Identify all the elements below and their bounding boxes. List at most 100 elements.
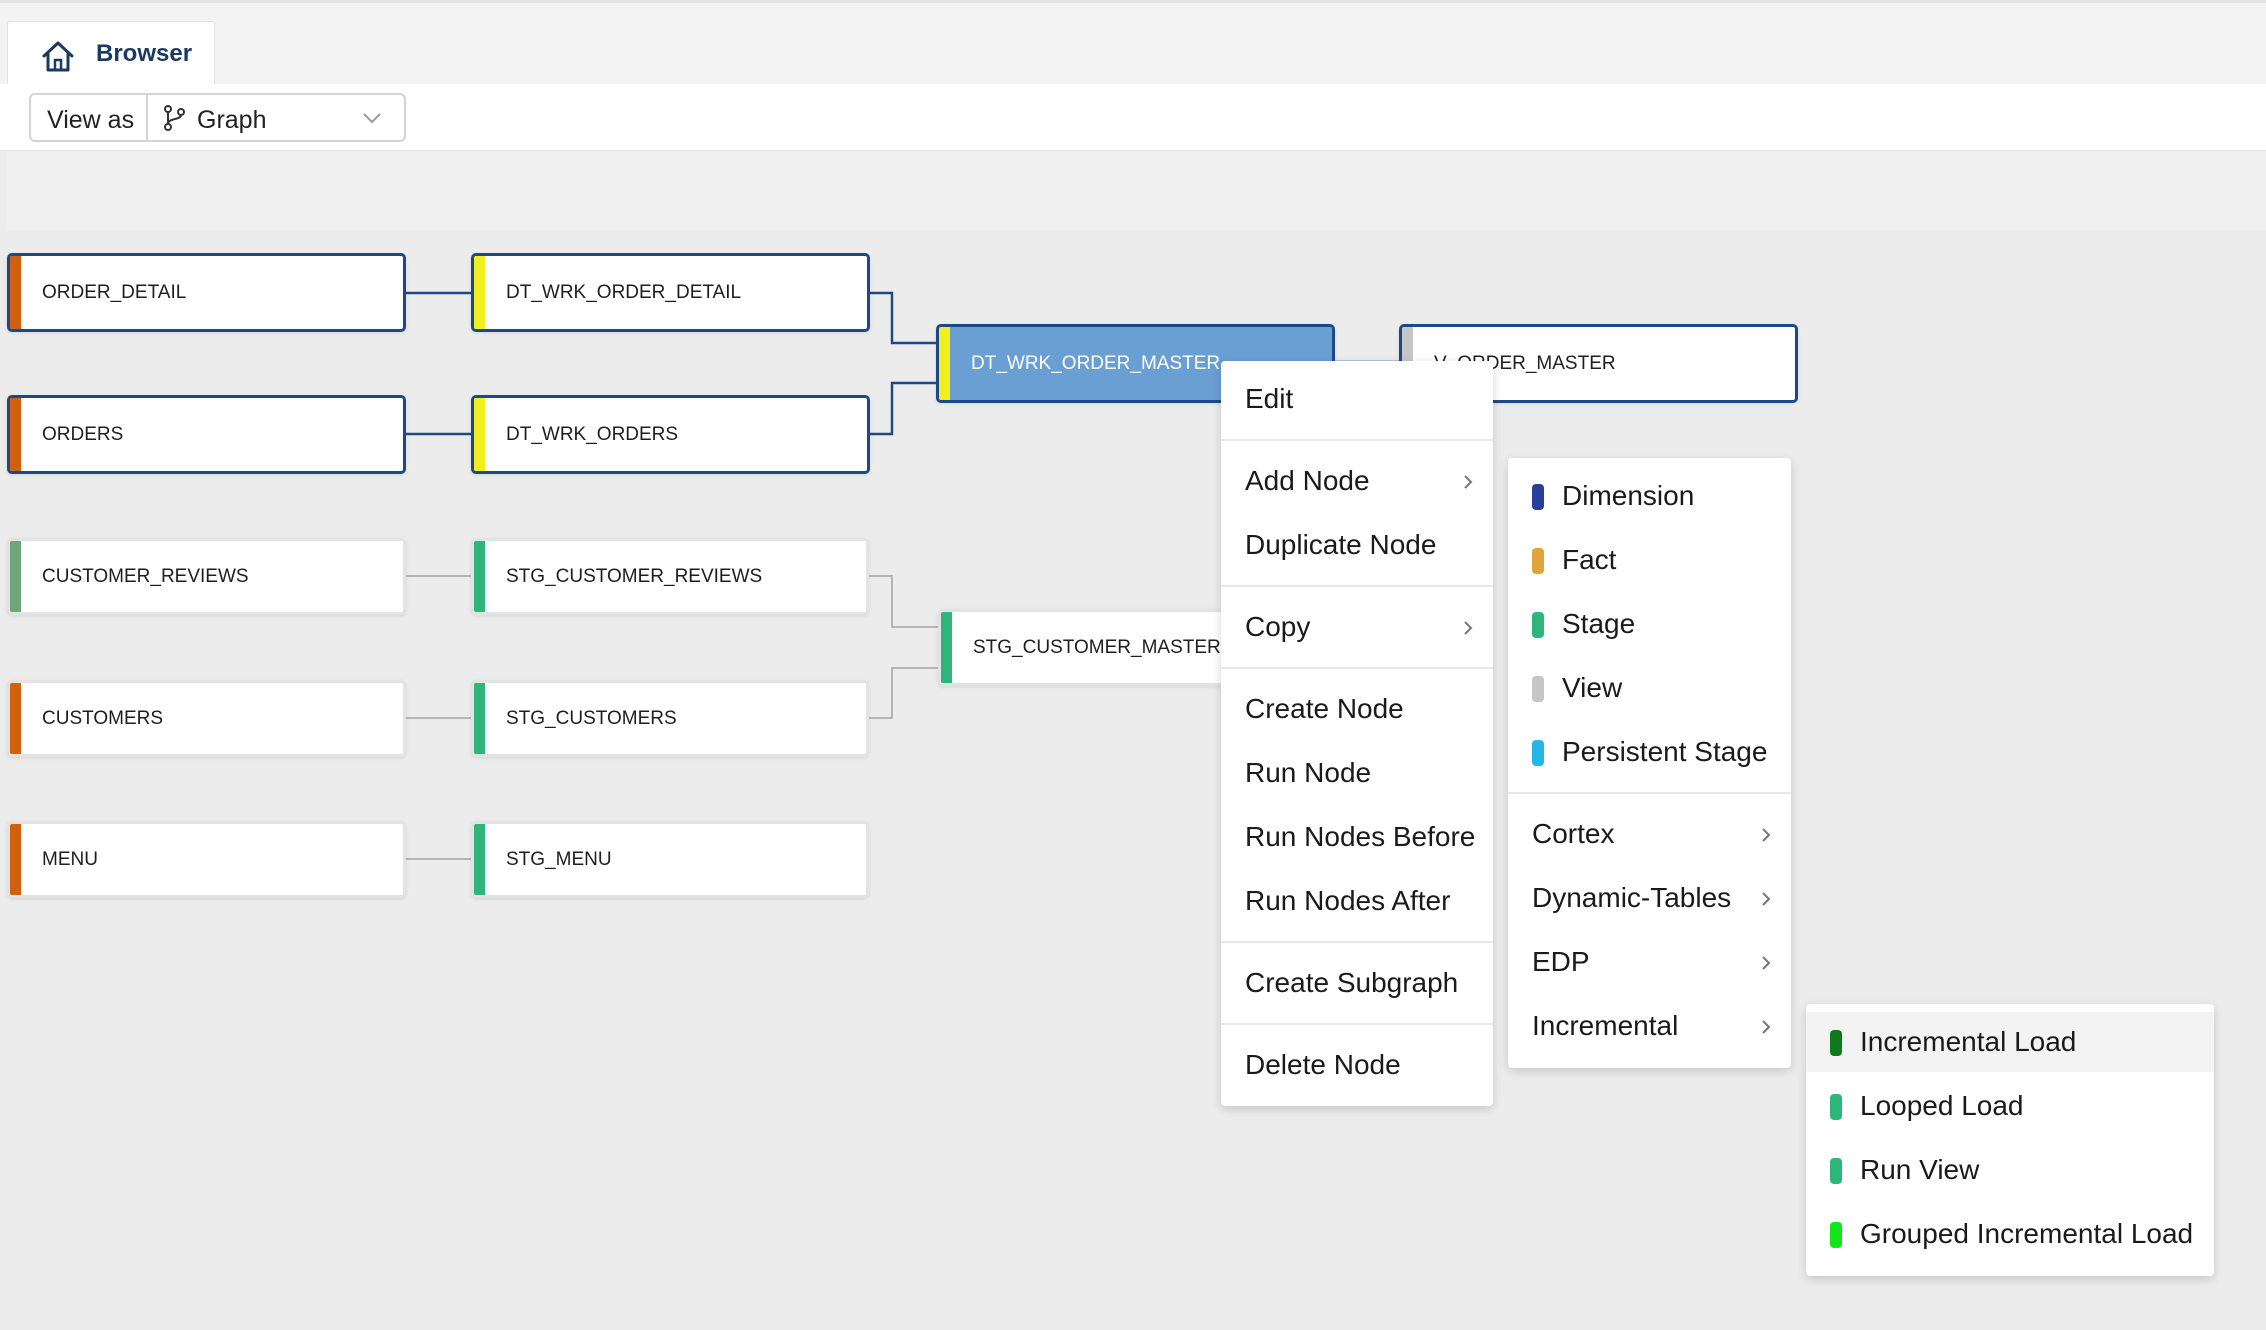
node-label: ORDERS [42, 423, 124, 445]
submenu-item-run-view[interactable]: Run View [1806, 1140, 2214, 1200]
node-type-bar [474, 683, 485, 754]
dimension-color-swatch [1532, 484, 1544, 510]
node-type-bar [10, 683, 21, 754]
submenu-item-grouped-incremental-load[interactable]: Grouped Incremental Load [1806, 1204, 2214, 1264]
submenu-item-incremental-load[interactable]: Incremental Load [1806, 1012, 2214, 1072]
menu-divider [1221, 941, 1493, 943]
menu-item-label: Grouped Incremental Load [1860, 1218, 2194, 1249]
run-view-color-swatch [1830, 1158, 1842, 1184]
menu-item-label: Stage [1562, 608, 1636, 639]
home-icon [42, 41, 74, 72]
chevron-right-icon [1762, 828, 1771, 842]
menu-item-label: Create Subgraph [1245, 967, 1459, 998]
node-stg-customer-reviews[interactable]: STG_CUSTOMER_REVIEWS [471, 538, 869, 615]
menu-divider [1508, 792, 1791, 794]
node-label: CUSTOMERS [42, 707, 164, 729]
edge-stg-reviews-master [868, 575, 940, 628]
node-type-bar [474, 256, 485, 329]
menu-item-edit[interactable]: Edit [1221, 369, 1493, 429]
node-customers[interactable]: CUSTOMERS [7, 680, 406, 757]
view-as-label: View as [47, 106, 135, 134]
node-stg-customers[interactable]: STG_CUSTOMERS [471, 680, 869, 757]
chevron-right-icon [1464, 621, 1473, 635]
node-context-menu: Edit Add Node Duplicate Node Copy Create… [1221, 361, 1493, 1106]
submenu-item-dimension[interactable]: Dimension [1508, 466, 1791, 526]
node-customer-reviews[interactable]: CUSTOMER_REVIEWS [7, 538, 406, 615]
menu-item-label: Run Node [1245, 757, 1372, 788]
menu-divider [1221, 585, 1493, 587]
menu-item-label: Delete Node [1245, 1049, 1401, 1080]
tab-browser-label: Browser [96, 40, 193, 67]
menu-item-label: Run View [1860, 1154, 1980, 1185]
submenu-item-stage[interactable]: Stage [1508, 594, 1791, 654]
menu-item-label: Dynamic-Tables [1532, 882, 1732, 913]
menu-item-label: Cortex [1532, 818, 1615, 849]
submenu-item-dynamic-tables[interactable]: Dynamic-Tables [1508, 868, 1791, 928]
chevron-right-icon [1762, 892, 1771, 906]
submenu-item-edp[interactable]: EDP [1508, 932, 1791, 992]
menu-item-run-nodes-before[interactable]: Run Nodes Before [1221, 807, 1493, 867]
edge-dt-orders-master [869, 381, 938, 436]
node-order-detail[interactable]: ORDER_DETAIL [7, 253, 406, 332]
node-stg-menu[interactable]: STG_MENU [471, 821, 869, 898]
menu-item-label: EDP [1532, 946, 1590, 977]
node-dt-wrk-order-detail[interactable]: DT_WRK_ORDER_DETAIL [471, 253, 870, 332]
menu-item-duplicate-node[interactable]: Duplicate Node [1221, 515, 1493, 575]
node-stg-customer-master[interactable]: STG_CUSTOMER_MASTER [938, 609, 1228, 686]
node-label: DT_WRK_ORDER_MASTER [971, 352, 1221, 374]
node-type-bar [10, 824, 21, 895]
submenu-item-view[interactable]: View [1508, 658, 1791, 718]
view-color-swatch [1532, 676, 1544, 702]
chevron-down-icon [363, 113, 381, 124]
menu-divider [1221, 439, 1493, 441]
node-orders[interactable]: ORDERS [7, 395, 406, 474]
fact-color-swatch [1532, 548, 1544, 574]
node-type-bar [10, 541, 21, 612]
menu-item-label: Fact [1562, 544, 1617, 575]
node-label: STG_MENU [506, 848, 612, 870]
chevron-right-icon [1762, 956, 1771, 970]
chevron-right-icon [1762, 1020, 1771, 1034]
menu-item-run-nodes-after[interactable]: Run Nodes After [1221, 871, 1493, 931]
submenu-item-incremental[interactable]: Incremental [1508, 996, 1791, 1056]
node-label: DT_WRK_ORDER_DETAIL [506, 281, 742, 303]
submenu-item-fact[interactable]: Fact [1508, 530, 1791, 590]
menu-divider [1221, 1023, 1493, 1025]
menu-item-label: Run Nodes Before [1245, 821, 1476, 852]
node-label: STG_CUSTOMERS [506, 707, 677, 729]
view-as-select[interactable]: View as Graph [29, 93, 406, 142]
menu-item-label: Edit [1245, 383, 1294, 414]
menu-item-add-node[interactable]: Add Node [1221, 451, 1493, 511]
menu-item-create-subgraph[interactable]: Create Subgraph [1221, 953, 1493, 1013]
menu-item-copy[interactable]: Copy [1221, 597, 1493, 657]
git-branch-icon [164, 105, 185, 131]
incremental-submenu: Incremental Load Looped Load Run View Gr… [1806, 1004, 2214, 1276]
node-label: STG_CUSTOMER_REVIEWS [506, 565, 763, 587]
menu-item-delete-node[interactable]: Delete Node [1221, 1035, 1493, 1095]
menu-item-label: Copy [1245, 611, 1311, 642]
grouped-incremental-load-color-swatch [1830, 1222, 1842, 1248]
menu-item-label: Run Nodes After [1245, 885, 1451, 916]
menu-item-label: Add Node [1245, 465, 1370, 496]
menu-item-create-node[interactable]: Create Node [1221, 679, 1493, 739]
node-menu[interactable]: MENU [7, 821, 406, 898]
menu-item-label: Duplicate Node [1245, 529, 1437, 560]
looped-load-color-swatch [1830, 1094, 1842, 1120]
submenu-item-persistent-stage[interactable]: Persistent Stage [1508, 722, 1791, 782]
stage-color-swatch [1532, 612, 1544, 638]
submenu-item-cortex[interactable]: Cortex [1508, 804, 1791, 864]
node-type-bar [10, 256, 21, 329]
top-tab-bar: Browser [0, 0, 2266, 89]
chevron-right-icon [1464, 475, 1473, 489]
node-label: DT_WRK_ORDERS [506, 423, 679, 445]
incremental-load-color-swatch [1830, 1030, 1842, 1056]
edge-stg-customers-master [868, 667, 940, 719]
menu-divider [1221, 667, 1493, 669]
node-label: ORDER_DETAIL [42, 281, 187, 303]
menu-item-run-node[interactable]: Run Node [1221, 743, 1493, 803]
submenu-item-looped-load[interactable]: Looped Load [1806, 1076, 2214, 1136]
tab-browser[interactable]: Browser [7, 21, 215, 89]
menu-item-label: Create Node [1245, 693, 1404, 724]
node-dt-wrk-orders[interactable]: DT_WRK_ORDERS [471, 395, 870, 474]
node-type-bar [10, 398, 21, 471]
